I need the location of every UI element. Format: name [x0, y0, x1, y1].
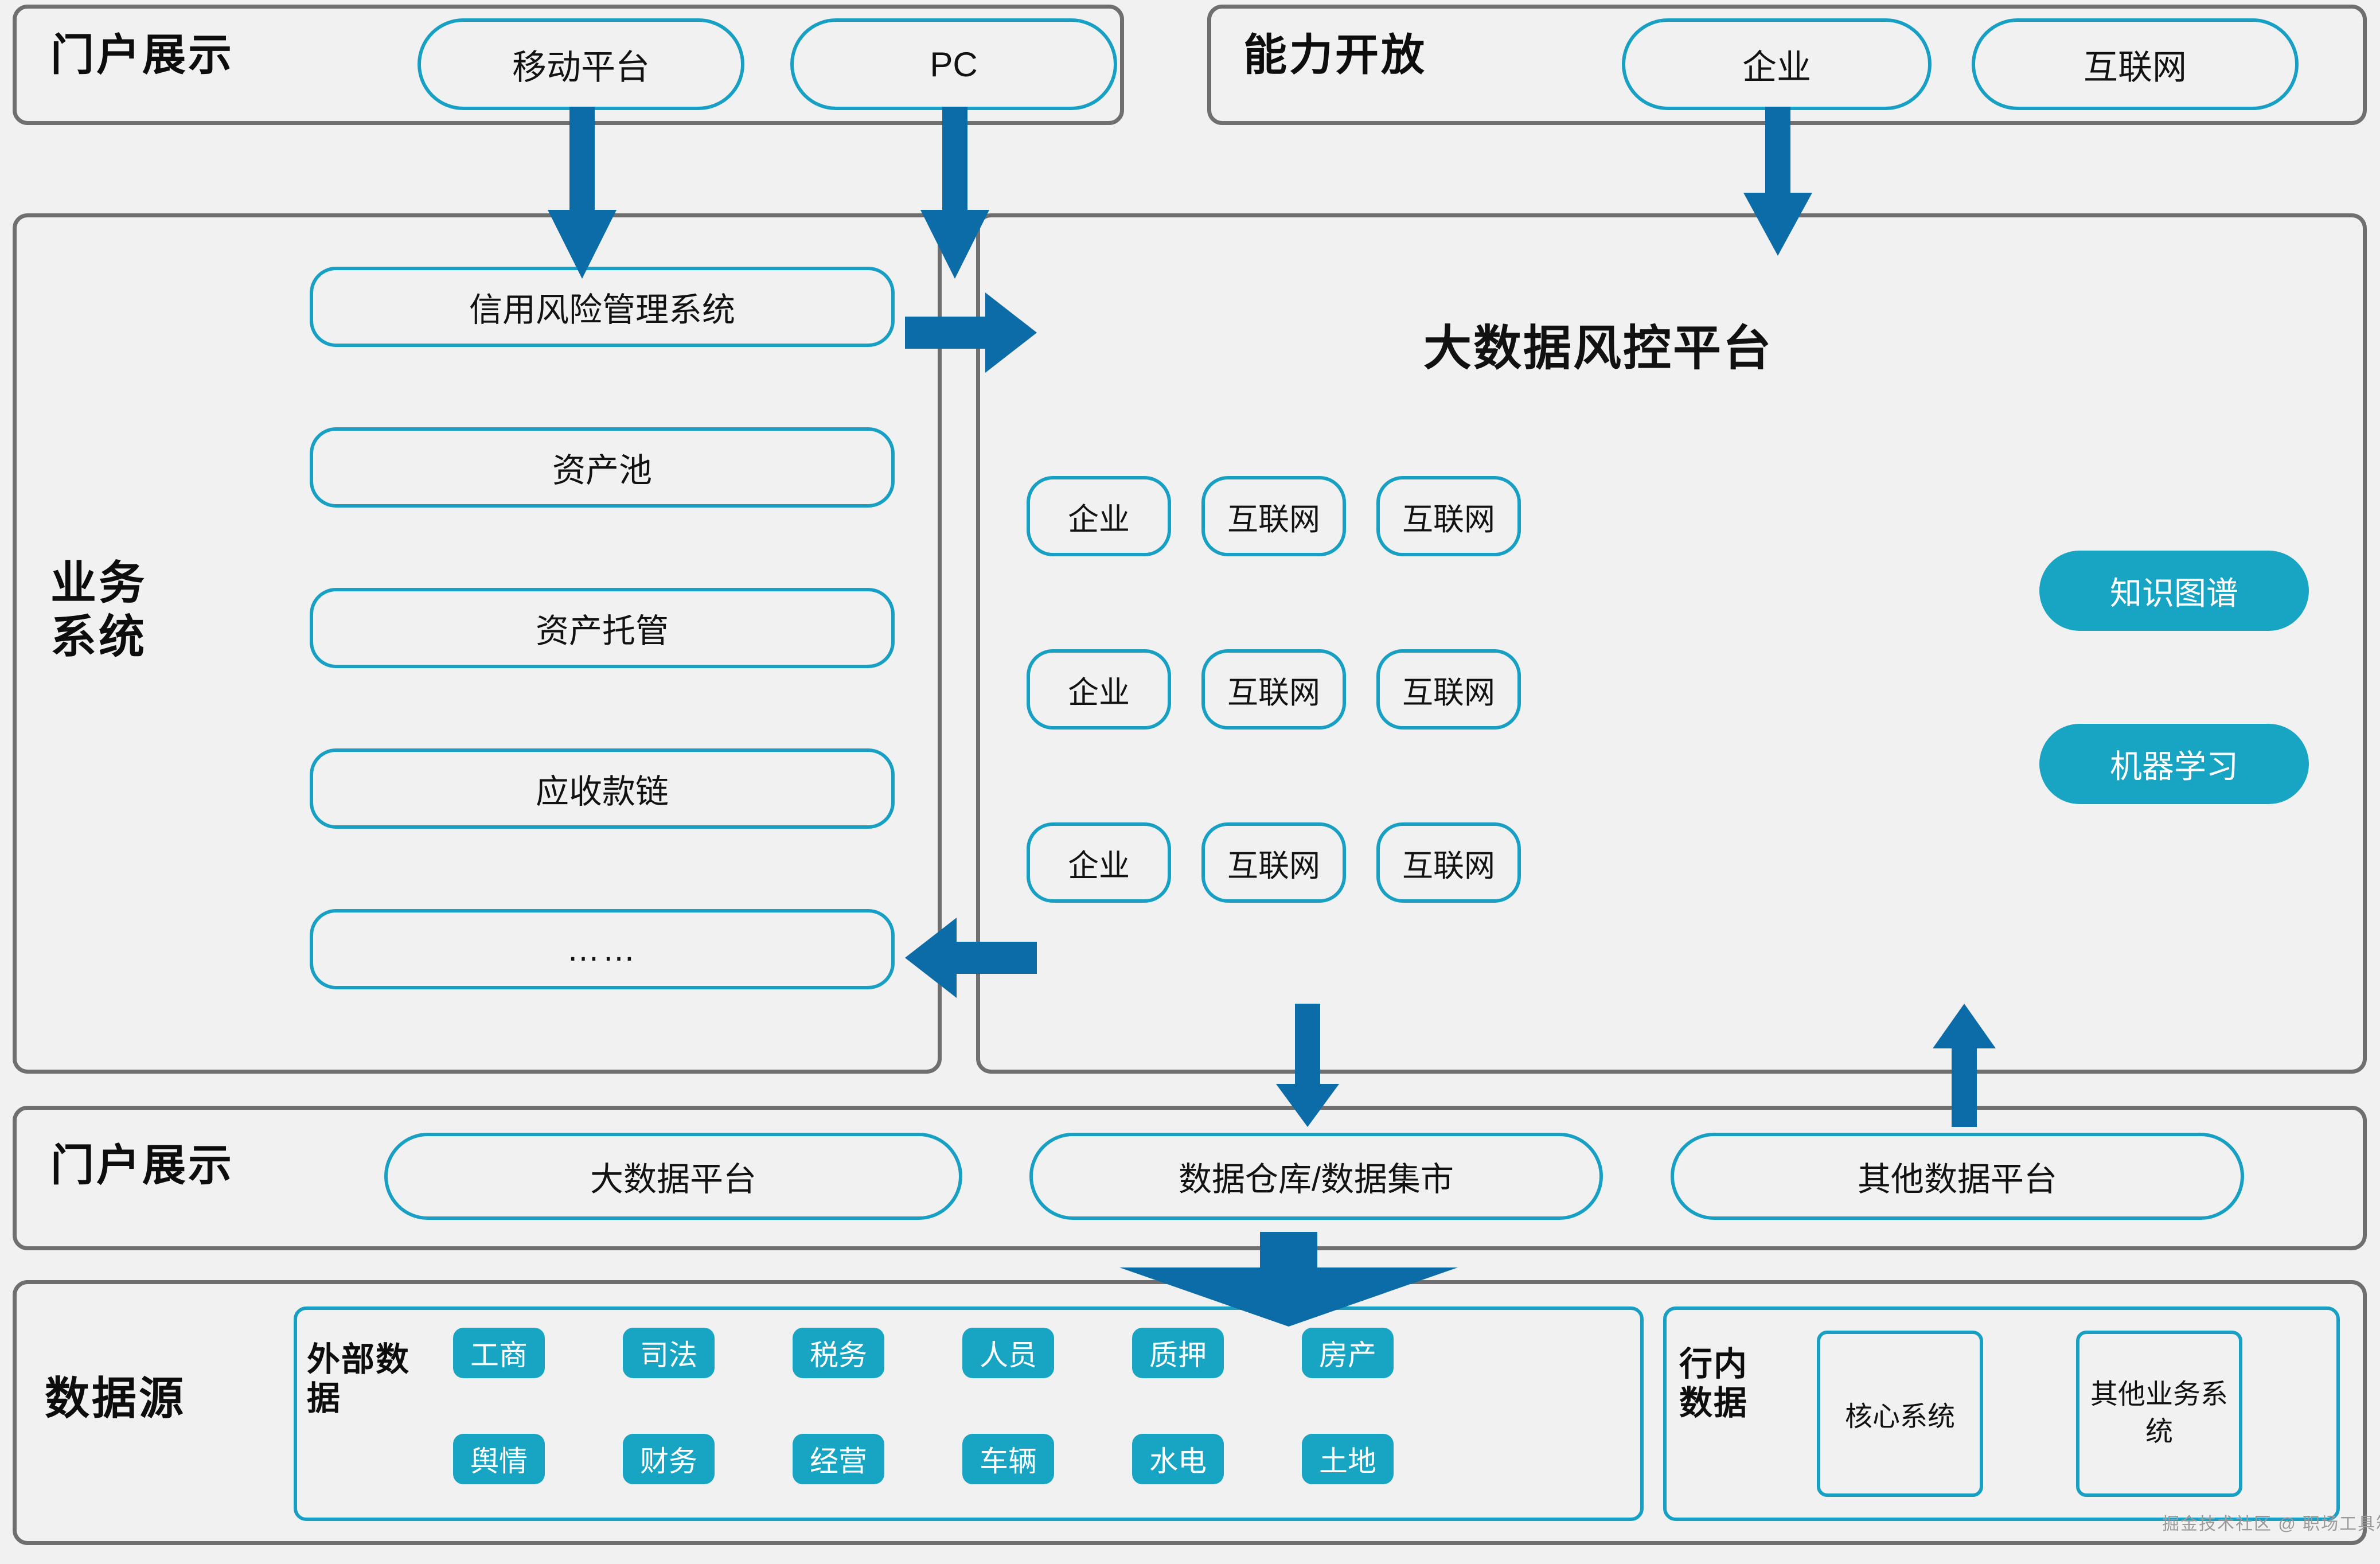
external-data-chip[interactable]: 工商 [453, 1328, 545, 1378]
portal-top-item-label: PC [930, 45, 978, 84]
arrow-portal-data-to-data-source [1119, 1232, 1458, 1327]
bigdata-grid-cell[interactable]: 互联网 [1201, 476, 1346, 556]
external-data-chip-label: 税务 [810, 1339, 867, 1371]
external-data-chip-label: 水电 [1149, 1445, 1207, 1477]
business-system-item-label: 资产池 [552, 452, 652, 489]
external-data-chip[interactable]: 税务 [793, 1328, 884, 1378]
bigdata-grid-label: 互联网 [1402, 675, 1495, 710]
portal-top-item-label: 移动平台 [512, 48, 650, 87]
portal-data-item-label: 其他数据平台 [1857, 1161, 2057, 1198]
capability-item-label: 互联网 [2084, 48, 2187, 87]
business-system-item-label: 应收款链 [535, 773, 669, 810]
portal-top-title: 门户展示 [50, 31, 234, 80]
portal-top-item-mobile[interactable]: 移动平台 [418, 18, 744, 110]
portal-top-item-pc[interactable]: PC [790, 18, 1117, 110]
bigdata-grid-label: 企业 [1068, 848, 1130, 883]
bigdata-grid-cell[interactable]: 互联网 [1201, 822, 1346, 903]
external-data-chip[interactable]: 车辆 [962, 1434, 1054, 1484]
portal-data-item-label: 大数据平台 [590, 1161, 756, 1198]
business-system-item-label: 信用风险管理系统 [469, 291, 735, 329]
business-system-item-label: …… [567, 930, 638, 968]
business-system-item-asset-custody[interactable]: 资产托管 [310, 588, 895, 668]
internal-data-item-label: 核心系统 [1844, 1402, 1955, 1432]
arrow-other-platform-to-bigdata [1933, 1004, 1996, 1127]
business-system-item-credit-risk[interactable]: 信用风险管理系统 [310, 267, 895, 347]
external-data-chip-label: 经营 [810, 1445, 867, 1477]
external-data-chip-label: 司法 [640, 1339, 697, 1371]
bigdata-grid-label: 互联网 [1227, 848, 1320, 883]
external-data-chip-label: 质押 [1149, 1339, 1207, 1371]
business-system-item-asset-pool[interactable]: 资产池 [310, 427, 895, 508]
external-data-chip[interactable]: 质押 [1132, 1328, 1224, 1378]
portal-data-title: 门户展示 [50, 1141, 234, 1190]
capability-item-label: 企业 [1742, 48, 1811, 87]
bigdata-grid-cell[interactable]: 互联网 [1201, 649, 1346, 730]
bigdata-capability-machine-learning[interactable]: 机器学习 [2039, 724, 2309, 804]
internal-data-item-core-system[interactable]: 核心系统 [1817, 1331, 1983, 1497]
bigdata-grid-cell[interactable]: 互联网 [1376, 649, 1521, 730]
external-data-chip[interactable]: 水电 [1132, 1434, 1224, 1484]
bigdata-grid-cell[interactable]: 企业 [1027, 822, 1171, 903]
portal-data-item-warehouse-mart[interactable]: 数据仓库/数据集市 [1029, 1133, 1603, 1220]
bigdata-grid-label: 互联网 [1402, 502, 1495, 537]
bigdata-grid-cell[interactable]: 企业 [1027, 649, 1171, 730]
external-data-chip-label: 车辆 [980, 1445, 1037, 1477]
external-data-chip-label: 土地 [1319, 1445, 1376, 1477]
bigdata-platform-panel [976, 213, 2367, 1074]
external-data-chip[interactable]: 经营 [793, 1434, 884, 1484]
bigdata-grid-label: 互联网 [1402, 848, 1495, 883]
portal-data-item-label: 数据仓库/数据集市 [1178, 1161, 1454, 1198]
business-system-title: 业务 系统 [50, 557, 147, 663]
external-data-chip[interactable]: 人员 [962, 1328, 1054, 1378]
bigdata-capability-knowledge-graph[interactable]: 知识图谱 [2039, 551, 2309, 631]
external-data-chip-label: 舆情 [470, 1445, 528, 1477]
arrow-bigdata-to-warehouse [1276, 1004, 1339, 1127]
external-data-chip[interactable]: 舆情 [453, 1434, 545, 1484]
external-data-chip-label: 财务 [640, 1445, 697, 1477]
bigdata-grid-label: 互联网 [1227, 502, 1320, 537]
bigdata-platform-title: 大数据风控平台 [1423, 321, 1773, 375]
external-data-chip[interactable]: 房产 [1302, 1328, 1394, 1378]
external-data-chip[interactable]: 司法 [623, 1328, 715, 1378]
capability-item-internet[interactable]: 互联网 [1972, 18, 2299, 110]
bigdata-capability-label: 机器学习 [2110, 748, 2238, 785]
portal-data-item-bigdata-platform[interactable]: 大数据平台 [384, 1133, 962, 1220]
business-system-item-label: 资产托管 [535, 613, 669, 650]
bigdata-grid-cell[interactable]: 企业 [1027, 476, 1171, 556]
capability-item-enterprise[interactable]: 企业 [1622, 18, 1932, 110]
bigdata-grid-label: 互联网 [1227, 675, 1320, 710]
arrow-pc-down [920, 107, 989, 279]
external-data-chip[interactable]: 财务 [623, 1434, 715, 1484]
external-data-chip-label: 人员 [980, 1339, 1037, 1371]
capability-title: 能力开放 [1243, 31, 1427, 80]
data-source-title: 数据源 [45, 1373, 186, 1423]
bigdata-grid-label: 企业 [1068, 502, 1130, 537]
business-system-item-more[interactable]: …… [310, 909, 895, 989]
arrow-capability-to-bigdata [1743, 107, 1812, 256]
bigdata-grid-label: 企业 [1068, 675, 1130, 710]
arrow-mobile-to-credit-risk [548, 107, 617, 279]
watermark-text: 掘金技术社区 @ 职场工具箱 [2162, 1515, 2380, 1534]
bigdata-grid-cell[interactable]: 互联网 [1376, 476, 1521, 556]
external-data-chip[interactable]: 土地 [1302, 1434, 1394, 1484]
arrow-bigdata-to-business [905, 918, 1037, 998]
arrow-business-to-bigdata [905, 292, 1037, 373]
business-system-item-receivable-chain[interactable]: 应收款链 [310, 748, 895, 829]
external-data-label: 外部数 据 [307, 1341, 411, 1418]
internal-data-item-other-system[interactable]: 其他业务系 统 [2076, 1331, 2242, 1497]
external-data-chip-label: 房产 [1319, 1339, 1376, 1371]
internal-data-label: 行内 数据 [1679, 1345, 1749, 1422]
external-data-chip-label: 工商 [470, 1339, 528, 1371]
portal-data-item-other-platform[interactable]: 其他数据平台 [1671, 1133, 2244, 1220]
internal-data-item-label: 其他业务系 统 [2090, 1379, 2228, 1447]
bigdata-grid-cell[interactable]: 互联网 [1376, 822, 1521, 903]
bigdata-capability-label: 知识图谱 [2110, 575, 2238, 611]
